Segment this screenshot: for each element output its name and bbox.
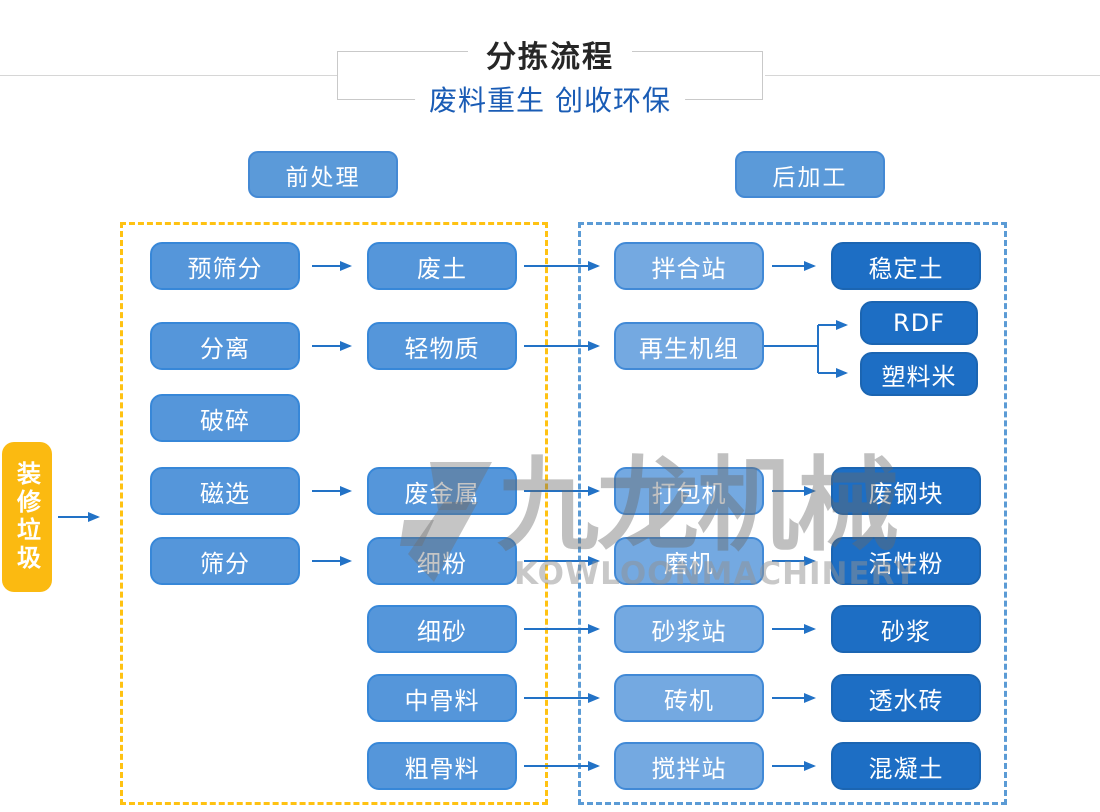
node-waste-soil: 废土	[367, 242, 517, 290]
node-mixing-plant: 拌合站	[614, 242, 764, 290]
postprocessing-region	[578, 222, 1007, 805]
node-crushing: 破碎	[150, 394, 300, 442]
node-baler: 打包机	[614, 467, 764, 515]
node-separation: 分离	[150, 322, 300, 370]
source-box-renovation-waste: 装修垃圾	[2, 442, 52, 592]
node-light-material: 轻物质	[367, 322, 517, 370]
node-coarse-aggregate: 粗骨料	[367, 742, 517, 790]
node-screening: 筛分	[150, 537, 300, 585]
node-concrete-station: 搅拌站	[614, 742, 764, 790]
node-stabilized-soil: 稳定土	[831, 242, 981, 290]
pretreatment-region	[120, 222, 548, 805]
node-plastic-pellets: 塑料米	[860, 352, 978, 396]
node-medium-aggregate: 中骨料	[367, 674, 517, 722]
page-title: 分拣流程	[468, 40, 632, 76]
node-pre-screening: 预筛分	[150, 242, 300, 290]
section-chip-postprocessing: 后加工	[735, 151, 885, 198]
page-subtitle: 废料重生 创收环保	[415, 84, 685, 118]
node-magnetic-sorting: 磁选	[150, 467, 300, 515]
node-fine-powder: 细粉	[367, 537, 517, 585]
node-steel-blocks: 废钢块	[831, 467, 981, 515]
node-brick-machine: 砖机	[614, 674, 764, 722]
node-regeneration-unit: 再生机组	[614, 322, 764, 370]
node-mill: 磨机	[614, 537, 764, 585]
section-chip-pretreatment: 前处理	[248, 151, 398, 198]
node-mortar: 砂浆	[831, 605, 981, 653]
node-permeable-brick: 透水砖	[831, 674, 981, 722]
node-rdf: RDF	[860, 301, 978, 345]
node-scrap-metal: 废金属	[367, 467, 517, 515]
node-active-powder: 活性粉	[831, 537, 981, 585]
node-fine-sand: 细砂	[367, 605, 517, 653]
title-line-left	[0, 75, 337, 76]
node-concrete: 混凝土	[831, 742, 981, 790]
node-mortar-station: 砂浆站	[614, 605, 764, 653]
title-line-right	[765, 75, 1100, 76]
